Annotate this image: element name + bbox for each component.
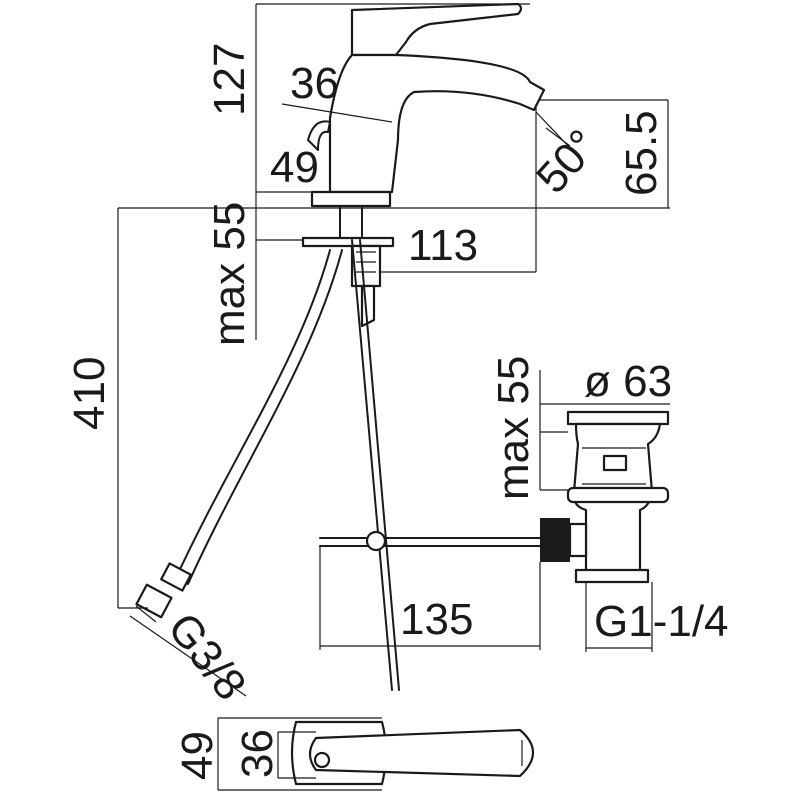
dim-50-deg: 50° xyxy=(527,120,608,202)
dim-36-plan: 36 xyxy=(233,729,282,778)
dim-65-5: 65.5 xyxy=(617,110,666,196)
dim-135: 135 xyxy=(400,595,473,644)
g38-fitting xyxy=(135,583,173,619)
dim-dia-63: ø 63 xyxy=(584,357,672,406)
supply-hose xyxy=(135,249,343,619)
faucet-side-view xyxy=(301,2,546,328)
base-flange xyxy=(310,190,392,208)
lock-washer xyxy=(301,236,395,248)
pull-rod xyxy=(319,239,549,691)
dim-127: 127 xyxy=(205,43,254,116)
plan-view xyxy=(290,720,535,786)
dim-113: 113 xyxy=(408,221,478,270)
dim-g3-8: G3/8 xyxy=(158,604,255,709)
rod-nut-knurled xyxy=(540,518,570,562)
waste-flange xyxy=(566,410,670,426)
rod-joint xyxy=(365,530,387,552)
dim-410: 410 xyxy=(65,357,114,430)
popup-waste xyxy=(540,410,670,584)
dim-max-55-top: max 55 xyxy=(205,202,254,346)
waste-nut xyxy=(566,486,670,504)
dim-g1-1-4: G1-1/4 xyxy=(594,597,729,646)
dim-36-spout: 36 xyxy=(290,59,339,108)
faucet-body xyxy=(328,53,546,194)
popup-knob xyxy=(307,120,331,151)
dim-49-handle: 49 xyxy=(270,143,319,192)
dimension-lines xyxy=(117,3,670,791)
lever-handle xyxy=(350,2,523,57)
plan-lever xyxy=(308,728,535,778)
dim-max-55-waste: max 55 xyxy=(489,356,538,500)
dim-49-plan: 49 xyxy=(173,731,222,780)
